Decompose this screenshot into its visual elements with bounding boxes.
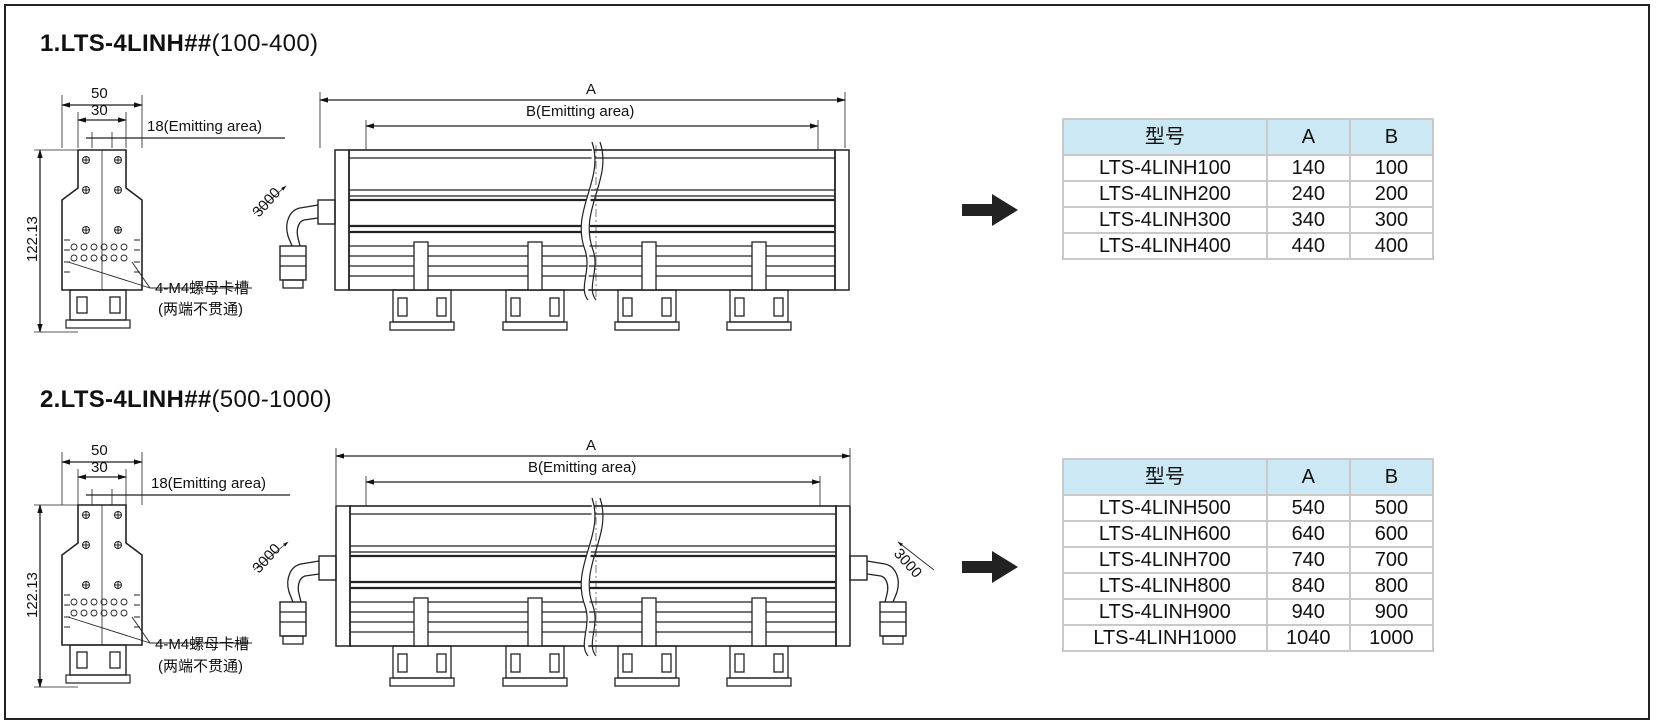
section-1-emitting-18: 18(Emitting area) — [147, 118, 263, 135]
cell-model: LTS-4LINH900 — [1062, 598, 1268, 626]
cell-a: 140 — [1265, 154, 1351, 182]
section-1-title: 1.LTS-4LINH##(100-400) — [40, 30, 318, 58]
cell-b: 400 — [1348, 232, 1435, 260]
cell-b: 1000 — [1348, 624, 1435, 652]
table-header-row: 型号 A B — [1062, 458, 1435, 496]
cell-model: LTS-4LINH500 — [1062, 494, 1268, 522]
cell-b: 700 — [1348, 546, 1435, 574]
section-2-title: 2.LTS-4LINH##(500-1000) — [40, 386, 332, 414]
cell-model: LTS-4LINH300 — [1062, 206, 1268, 234]
section-1-slot-line2: (两端不贯通) — [158, 301, 243, 318]
table-header-row: 型号 A B — [1062, 118, 1435, 156]
header-a: A — [1265, 118, 1351, 156]
cell-a: 940 — [1265, 598, 1351, 626]
header-model: 型号 — [1062, 458, 1268, 496]
section-1-dim-b: B(Emitting area) — [526, 103, 635, 120]
cell-b: 600 — [1348, 520, 1435, 548]
cell-b: 300 — [1348, 206, 1435, 234]
cell-a: 840 — [1265, 572, 1351, 600]
cell-b: 800 — [1348, 572, 1435, 600]
header-model: 型号 — [1062, 118, 1268, 156]
section-1-slot-line1: 4-M4螺母卡槽 — [155, 280, 250, 297]
cell-model: LTS-4LINH700 — [1062, 546, 1268, 574]
cell-b: 200 — [1348, 180, 1435, 208]
section-2-slot-line1: 4-M4螺母卡槽 — [155, 636, 250, 653]
cell-b: 500 — [1348, 494, 1435, 522]
section-1-title-main: 1.LTS-4LINH## — [40, 30, 212, 57]
cell-a: 240 — [1265, 180, 1351, 208]
section-2-width-50: 50 — [91, 442, 108, 459]
section-1-end-view — [34, 95, 285, 333]
section-1-side-view — [253, 92, 850, 331]
cell-model: LTS-4LINH200 — [1062, 180, 1268, 208]
cell-model: LTS-4LINH400 — [1062, 232, 1268, 260]
section-2-emitting-18: 18(Emitting area) — [151, 475, 267, 492]
cell-a: 540 — [1265, 494, 1351, 522]
section-1-arrow — [962, 194, 1018, 226]
section-1-height: 122.13 — [24, 216, 41, 262]
section-2-slot-line2: (两端不贯通) — [158, 658, 243, 675]
cell-b: 100 — [1348, 154, 1435, 182]
section-2-side-view — [253, 448, 935, 687]
section-2-dim-a: A — [586, 437, 597, 454]
section-2-height: 122.13 — [24, 572, 41, 618]
section-2-width-30: 30 — [91, 459, 108, 476]
section-1-width-30: 30 — [91, 102, 108, 119]
section-2-end-view — [34, 452, 290, 688]
section-2-title-main: 2.LTS-4LINH## — [40, 386, 212, 413]
section-2-dim-b: B(Emitting area) — [528, 459, 637, 476]
section-1-title-range: (100-400) — [211, 30, 319, 57]
cell-model: LTS-4LINH600 — [1062, 520, 1268, 548]
cell-b: 900 — [1348, 598, 1435, 626]
cell-a: 640 — [1265, 520, 1351, 548]
cell-model: LTS-4LINH100 — [1062, 154, 1268, 182]
section-2-title-range: (500-1000) — [211, 386, 332, 413]
header-a: A — [1265, 458, 1351, 496]
section-1-dim-a: A — [586, 81, 597, 98]
section-1-width-50: 50 — [91, 85, 108, 102]
cell-model: LTS-4LINH1000 — [1062, 624, 1268, 652]
cell-a: 740 — [1265, 546, 1351, 574]
header-b: B — [1348, 118, 1435, 156]
cell-model: LTS-4LINH800 — [1062, 572, 1268, 600]
cell-a: 340 — [1265, 206, 1351, 234]
drawing-frame — [4, 4, 1650, 720]
section-2-arrow — [962, 551, 1018, 583]
header-b: B — [1348, 458, 1435, 496]
cell-a: 440 — [1265, 232, 1351, 260]
cell-a: 1040 — [1265, 624, 1351, 652]
